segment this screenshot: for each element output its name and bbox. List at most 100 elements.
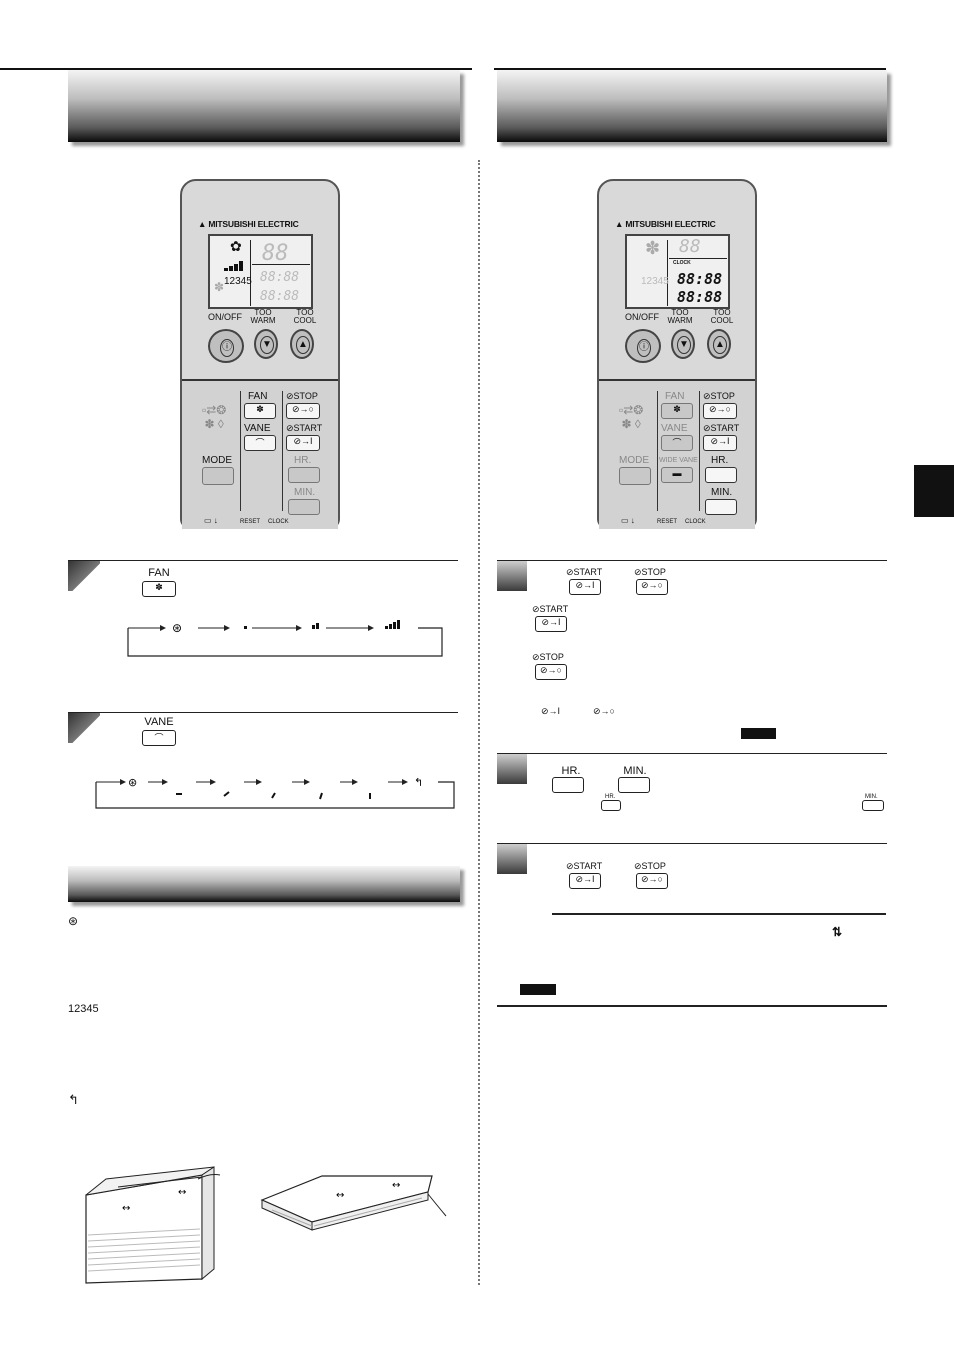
fan-button-illustration: ✽: [142, 581, 176, 597]
fan-button-label: FAN: [148, 567, 170, 579]
svg-text:↔: ↔: [122, 1203, 130, 1214]
min-button[interactable]: [705, 499, 737, 515]
wide-vane-button[interactable]: ▬: [661, 467, 693, 483]
vane-position-numbers: 12345: [641, 276, 669, 287]
hr-button[interactable]: [288, 467, 320, 483]
fan-speed-cycle-diagram: ⊛: [120, 616, 450, 662]
mode-label: MODE: [619, 455, 649, 466]
svg-text:↔: ↔: [178, 1187, 186, 1198]
hr-label: HR.: [561, 765, 581, 777]
mode-button[interactable]: [619, 467, 651, 485]
onoff-button[interactable]: ⓘ: [625, 329, 661, 363]
too-cool-label: TOO COOL: [710, 308, 734, 325]
section-header-features: [68, 866, 460, 902]
wide-vane-icon: ▬: [672, 468, 682, 478]
svg-text:↔: ↔: [392, 1180, 400, 1191]
start-label: ⊘START: [566, 567, 603, 577]
down-icon: ▼: [677, 336, 691, 354]
vane-position-numbers: 12345: [68, 1003, 99, 1015]
swing-icon: ↰: [68, 1092, 79, 1107]
fan-button[interactable]: ✽: [661, 403, 693, 419]
timer-stop-button-illustration: ⊘→○: [636, 873, 668, 889]
timer-stop-button[interactable]: ⊘→○: [703, 403, 737, 419]
remote-control-right: ▲ MITSUBISHI ELECTRIC ✽ 12345 88 CLOCK 8…: [597, 179, 757, 531]
floor-unit-illustration: ↔ ↔: [78, 1165, 228, 1285]
timer-stop-icon: ⊘→○: [540, 665, 562, 675]
min-button-illustration: [618, 777, 650, 793]
timer-start-icon: ⊘→I: [575, 580, 595, 590]
vane-cycle-diagram: ⊛ ↰: [92, 770, 458, 810]
onoff-label: ON/OFF: [625, 312, 659, 322]
note-marker: [741, 728, 776, 739]
lcd-time-1: 88:88: [260, 270, 300, 285]
timer-stop-icon: ⊘→○: [641, 580, 663, 590]
hr-label: HR.: [711, 455, 729, 466]
stop-label: ⊘STOP: [286, 391, 318, 401]
timer-start-button[interactable]: ⊘→I: [703, 435, 737, 451]
lcd-temperature: 88: [262, 241, 289, 266]
hr-label: HR.: [294, 455, 312, 466]
too-warm-button[interactable]: ▼: [671, 329, 695, 359]
too-warm-button[interactable]: ▼: [254, 329, 278, 359]
fan-icon: ✽: [673, 404, 681, 414]
timer-stop-icon: ⊘→○: [641, 874, 663, 884]
svg-text:↰: ↰: [414, 776, 423, 789]
section-header-left: [68, 70, 460, 142]
auto-fan-icon: ⊛: [68, 914, 79, 928]
too-cool-button[interactable]: ▲: [290, 329, 314, 359]
step-marker-2: [68, 713, 100, 743]
reset-label: RESET: [657, 519, 678, 525]
step-rule: [497, 753, 887, 754]
fan-button[interactable]: ✽: [244, 403, 276, 419]
timer-start-icon: ⊘→I: [710, 436, 730, 446]
section-end-rule: [497, 1005, 887, 1007]
vane-label: VANE: [661, 423, 688, 434]
timer-start-button[interactable]: ⊘→I: [286, 435, 320, 451]
vane-icon: ⌒: [154, 733, 164, 743]
remote-lower-panel: ▫⇄❂✽ ◊ MODE FAN ✽ VANE ⌒ WIDE VANE ▬ ⊘ST…: [599, 379, 755, 529]
timer-stop-button[interactable]: ⊘→○: [286, 403, 320, 419]
step-marker-3: [497, 844, 527, 874]
start-label: ⊘START: [703, 423, 740, 433]
lcd-display: ✽ 12345 88 CLOCK 88:88 88:88: [625, 234, 730, 309]
min-button-small: [862, 800, 884, 811]
timer-stop-icon: ⊘→○: [709, 404, 731, 414]
up-down-arrows-icon: ⇅: [832, 925, 843, 939]
vane-button[interactable]: ⌒: [244, 435, 276, 451]
fan-label: FAN: [248, 391, 268, 402]
step-rule: [68, 712, 458, 713]
wide-vane-label: WIDE VANE: [659, 457, 698, 464]
stop-label: ⊘STOP: [634, 861, 666, 871]
vane-button[interactable]: ⌒: [661, 435, 693, 451]
timer-stop-icon: ⊘→○: [292, 404, 314, 414]
power-icon: ⓘ: [637, 339, 651, 357]
timer-stop-button-illustration: ⊘→○: [535, 664, 567, 680]
fan-icon-ghost: ✽: [645, 238, 661, 258]
vane-label: VANE: [244, 423, 271, 434]
remote-lower-panel: ▫⇄❂✽ ◊ MODE FAN ✽ VANE ⌒ ⊘STOP ⊘→○ ⊘STAR…: [182, 379, 338, 529]
mode-label: MODE: [202, 455, 232, 466]
hr-small-label: HR.: [605, 794, 616, 800]
step-rule: [497, 843, 887, 844]
clock-label: CLOCK: [685, 519, 706, 525]
min-button[interactable]: [288, 499, 320, 515]
hr-button-illustration: [552, 777, 584, 793]
brand-logo: ▲ MITSUBISHI ELECTRIC: [615, 219, 716, 229]
ceiling-unit-illustration: ↔ ↔: [252, 1170, 452, 1250]
step-marker-2: [497, 754, 527, 784]
vane-icon: ⌒: [672, 438, 682, 448]
column-divider: [478, 160, 480, 1285]
down-icon: ▼: [260, 336, 274, 354]
onoff-button[interactable]: ⓘ: [208, 329, 244, 363]
too-cool-button[interactable]: ▲: [707, 329, 731, 359]
lcd-display: ✿ ✽ 12345 88 88:88 88:88: [208, 234, 313, 309]
hr-button[interactable]: [705, 467, 737, 483]
mode-button[interactable]: [202, 467, 234, 485]
clock-tag: CLOCK: [673, 260, 691, 266]
fan-icon-ghost: ✽: [214, 280, 225, 294]
min-label: MIN.: [711, 487, 733, 498]
onoff-label: ON/OFF: [208, 312, 242, 322]
fan-icon: ✽: [155, 582, 163, 592]
start-label: ⊘START: [566, 861, 603, 871]
lcd-time-2: 88:88: [677, 288, 723, 306]
